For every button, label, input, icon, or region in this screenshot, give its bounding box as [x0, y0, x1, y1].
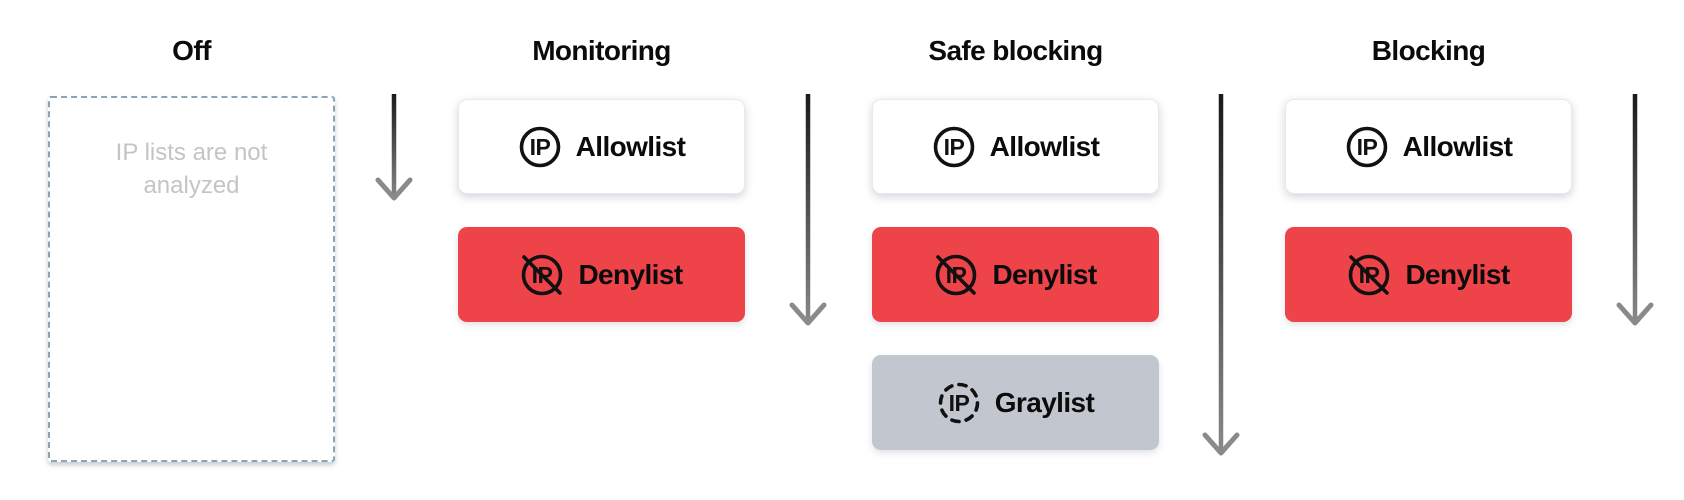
ip-circle-icon: IP [933, 126, 974, 167]
denylist-card: IP Denylist [458, 227, 745, 322]
allowlist-card: IP Allowlist [1285, 99, 1572, 194]
allowlist-card: IP Allowlist [458, 99, 745, 194]
column-safe-blocking: Safe blocking IP Allowlist IP Denylist I… [872, 0, 1159, 500]
denylist-card: IP Denylist [1285, 227, 1572, 322]
column-monitoring: Monitoring IP Allowlist IP Denylist [458, 0, 745, 500]
off-empty-note: IP lists are not analyzed [115, 139, 268, 199]
down-arrow-icon [1199, 92, 1243, 457]
card-label: Allowlist [1402, 130, 1513, 162]
denylist-card: IP Denylist [872, 227, 1159, 322]
allowlist-card: IP Allowlist [872, 99, 1159, 194]
ip-dashed-circle-icon: IP [938, 382, 980, 423]
column-blocking-title: Blocking [1371, 35, 1486, 66]
ip-circle-icon: IP [1346, 126, 1387, 167]
svg-text:IP: IP [529, 134, 550, 160]
graylist-card: IP Graylist [872, 355, 1159, 450]
down-arrow-icon [786, 92, 830, 327]
column-off-title: Off [172, 35, 211, 66]
column-safe-blocking-title: Safe blocking [928, 35, 1103, 66]
card-label: Denylist [992, 258, 1097, 290]
card-label: Denylist [1405, 258, 1510, 290]
ip-slash-icon: IP [936, 254, 977, 295]
ip-slash-icon: IP [1349, 254, 1390, 295]
card-label: Allowlist [575, 130, 686, 162]
card-label: Denylist [578, 258, 683, 290]
column-monitoring-title: Monitoring [532, 35, 671, 66]
card-label: Allowlist [989, 130, 1100, 162]
column-blocking: Blocking IP Allowlist IP Denylist [1285, 0, 1572, 500]
ip-circle-icon: IP [519, 126, 560, 167]
down-arrow-icon [372, 92, 416, 202]
svg-text:IP: IP [1356, 134, 1377, 160]
svg-text:IP: IP [943, 134, 964, 160]
ip-slash-icon: IP [522, 254, 563, 295]
column-off: Off IP lists are not analyzed [48, 0, 335, 500]
off-empty-dashed-box: IP lists are not analyzed [48, 96, 335, 462]
down-arrow-icon [1613, 92, 1657, 327]
card-label: Graylist [994, 386, 1095, 418]
svg-text:IP: IP [948, 390, 969, 416]
